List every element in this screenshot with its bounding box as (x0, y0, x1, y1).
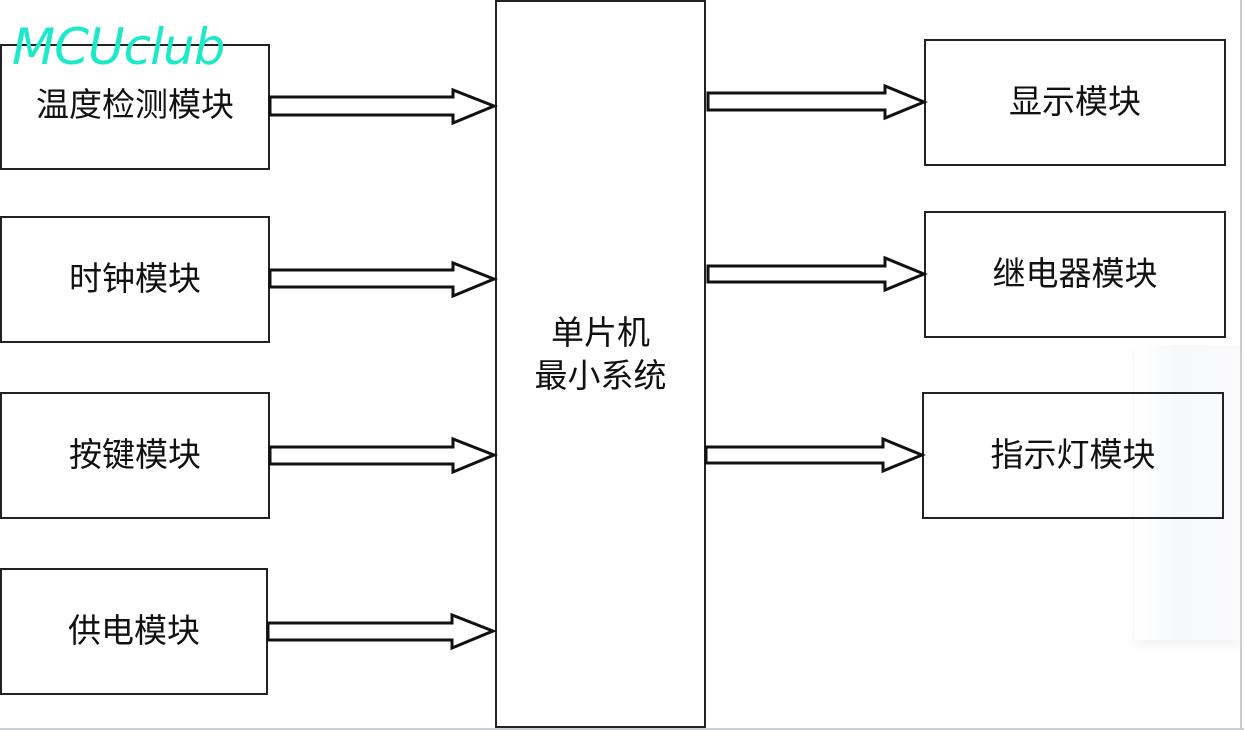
input-module-power: 供电模块 (0, 568, 268, 695)
mcu-label-line1: 单片机 (551, 313, 650, 353)
arrow-mcu-to-display (706, 83, 928, 121)
module-label: 温度检测模块 (36, 85, 234, 124)
input-module-temperature: 温度检测模块 (0, 44, 270, 170)
module-label: 供电模块 (68, 611, 200, 651)
window-border-bottom (0, 728, 1244, 730)
output-module-indicator: 指示灯模块 (922, 392, 1224, 519)
arrow-mcu-to-relay (706, 255, 928, 293)
watermark-logo: MCUclub (12, 18, 225, 76)
module-label: 按键模块 (69, 435, 201, 475)
module-label: 显示模块 (1009, 82, 1141, 122)
mcu-label-line2: 最小系统 (534, 356, 667, 395)
arrow-clock-to-mcu (268, 260, 499, 299)
arrow-temperature-to-mcu (268, 87, 499, 126)
module-label: 继电器模块 (992, 254, 1158, 294)
module-label: 指示灯模块 (990, 435, 1156, 475)
arrow-power-to-mcu (266, 612, 498, 651)
output-module-relay: 继电器模块 (924, 211, 1226, 338)
arrow-mcu-to-indicator (704, 436, 926, 474)
window-border-right (1240, 0, 1242, 730)
arrow-keys-to-mcu (268, 436, 499, 475)
mcu-minimum-system: 单片机 最小系统 (495, 0, 706, 728)
module-label: 时钟模块 (69, 259, 201, 299)
